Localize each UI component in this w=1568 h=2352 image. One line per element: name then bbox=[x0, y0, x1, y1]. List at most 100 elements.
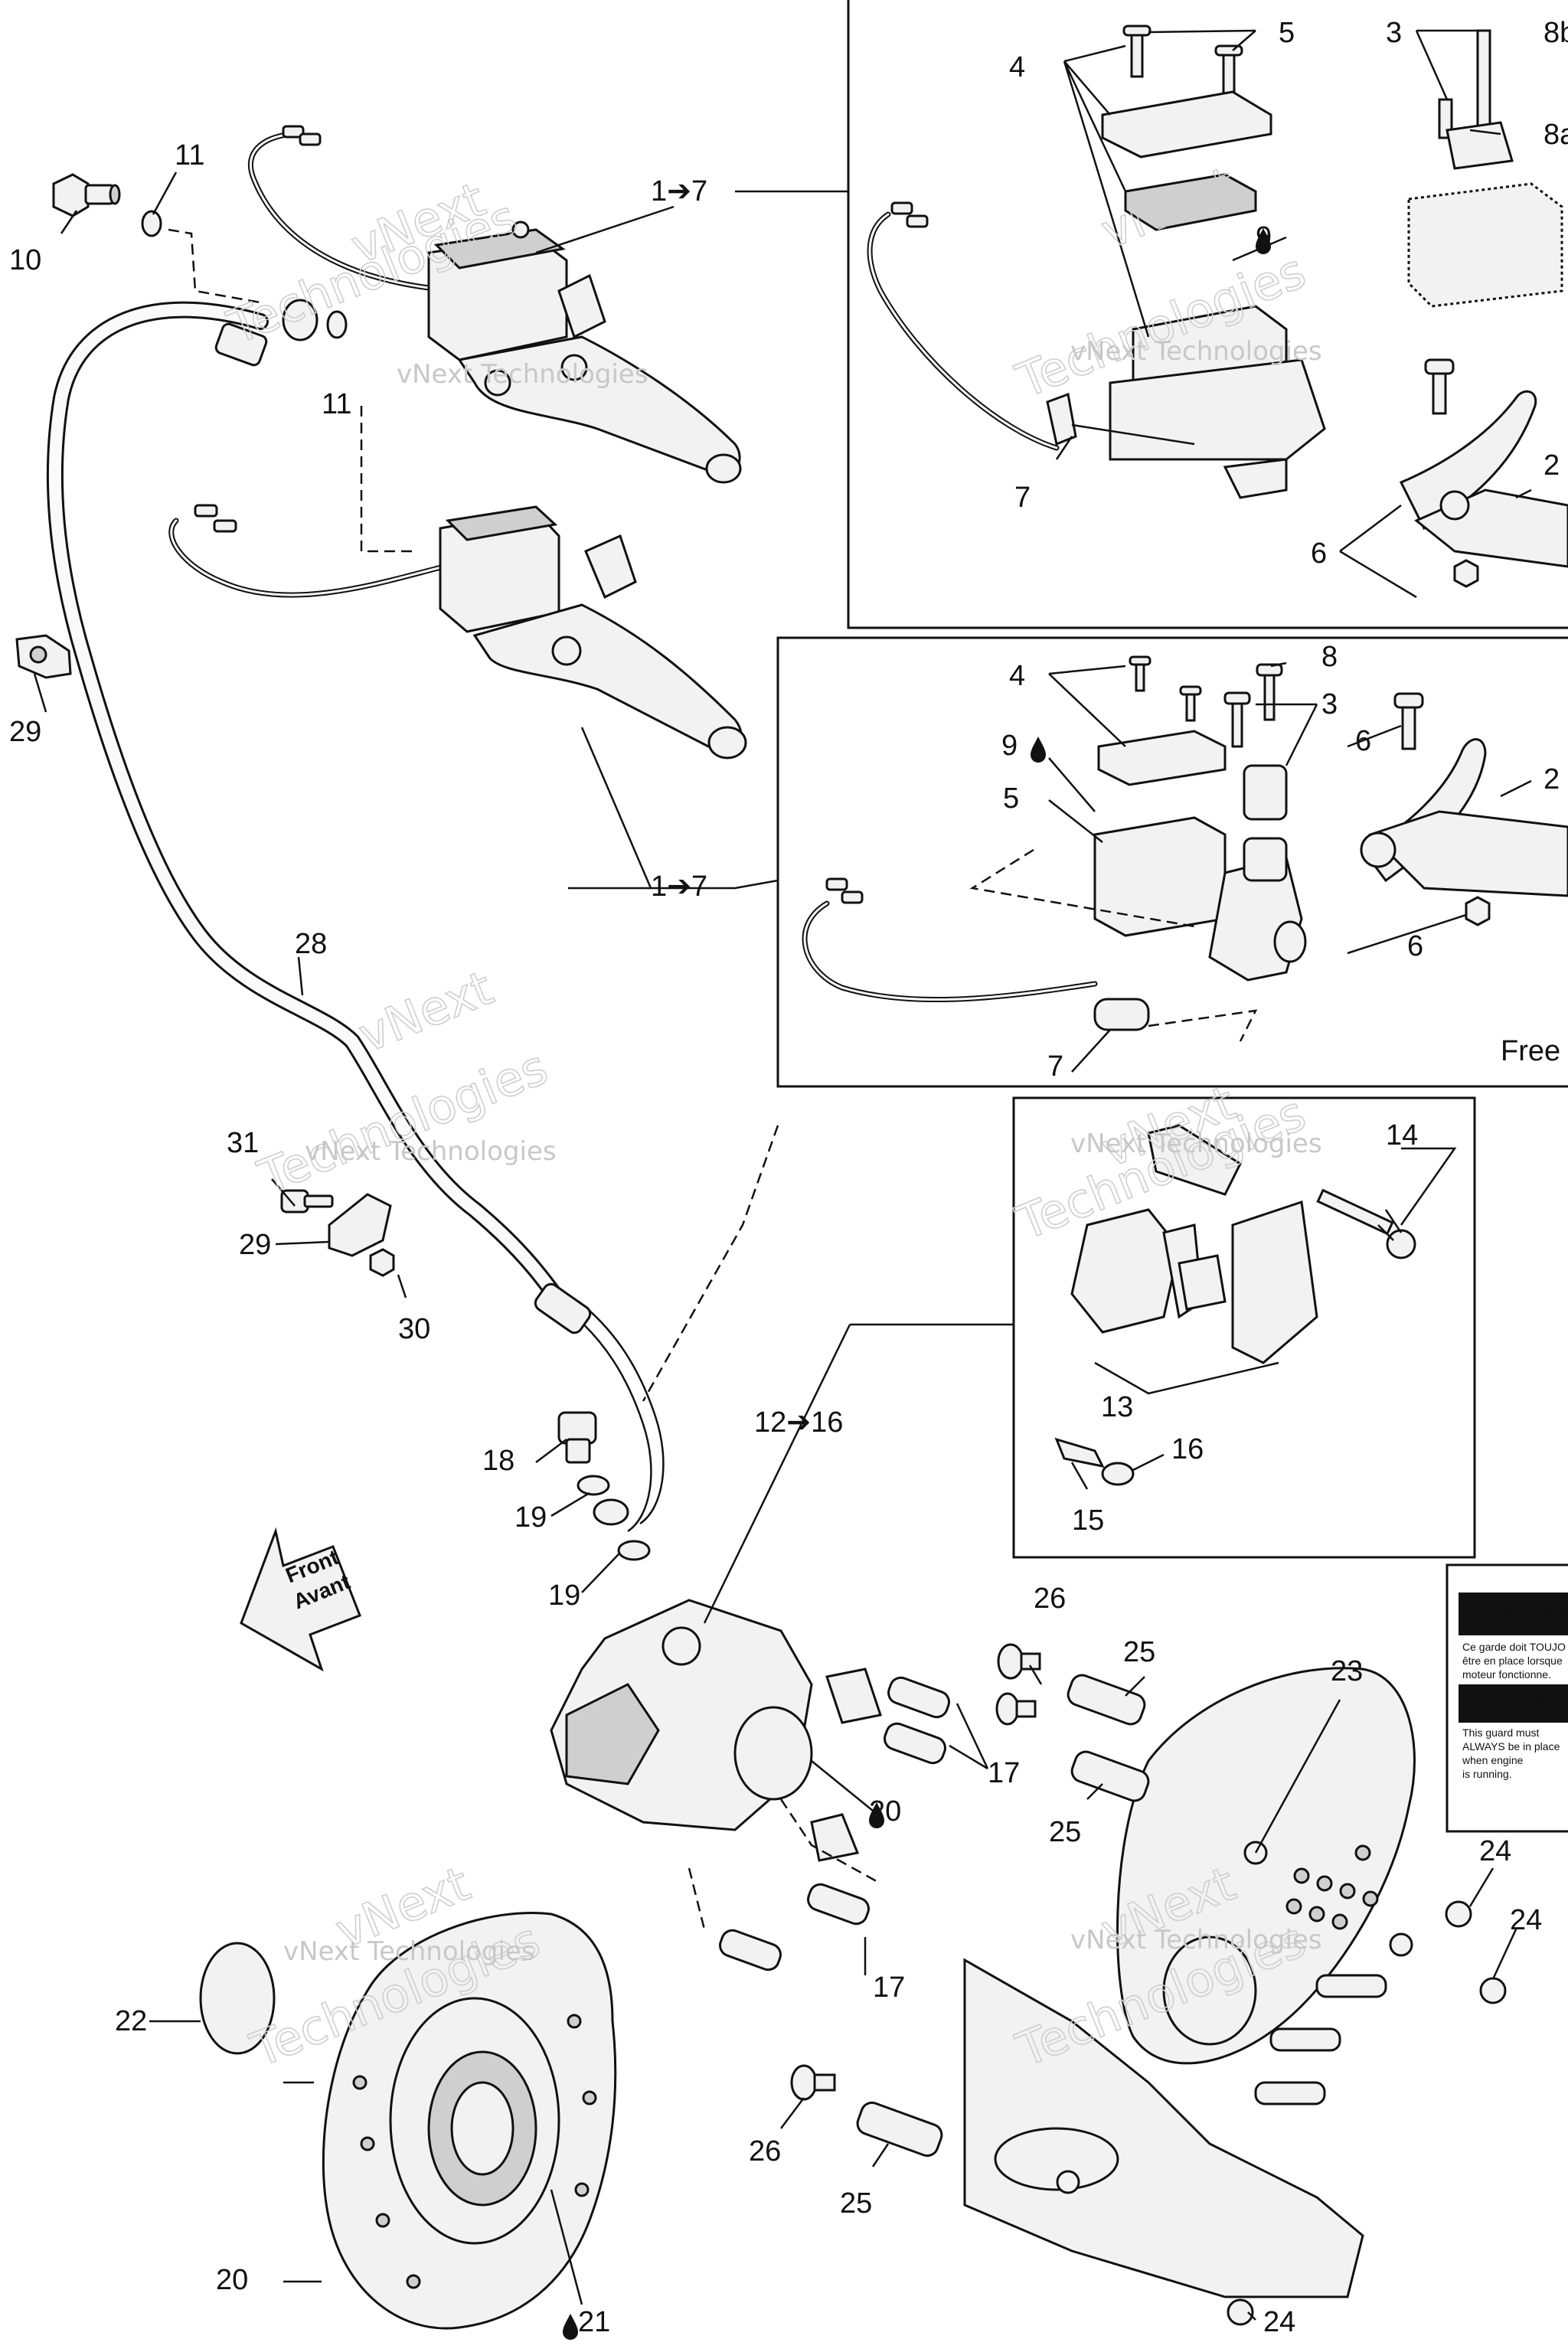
wm-2c: vNext Technologies bbox=[1070, 336, 1322, 367]
caliper-bolts-17 bbox=[719, 1676, 950, 1971]
callout-6-top: 6 bbox=[1311, 537, 1327, 570]
decal-en-1: This guard must bbox=[1462, 1726, 1539, 1739]
callout-3-top: 3 bbox=[1386, 17, 1402, 49]
callout-28: 28 bbox=[295, 928, 327, 960]
spacers-25 bbox=[856, 1674, 1150, 2158]
wm-3a: vNext bbox=[351, 959, 500, 1063]
callout-10: 10 bbox=[9, 244, 41, 276]
inset-frame-top-right bbox=[847, 0, 1568, 629]
callout-24-top: 24 bbox=[1479, 1835, 1511, 1867]
callout-7-top: 7 bbox=[1014, 482, 1031, 514]
callout-4-top: 4 bbox=[1009, 51, 1025, 83]
callout-31: 31 bbox=[227, 1127, 259, 1159]
drop-icon bbox=[869, 1802, 884, 1828]
callout-1-7-top: 1➔7 bbox=[651, 175, 707, 207]
callout-26-top: 26 bbox=[1034, 1583, 1066, 1615]
callout-9-mid: 9 bbox=[1001, 730, 1018, 762]
decal-title-fr: AVERTISSE bbox=[1482, 1605, 1568, 1624]
wm-4c: vNext Technologies bbox=[1070, 1129, 1322, 1159]
master-cylinder-middle bbox=[168, 504, 747, 760]
callout-18: 18 bbox=[482, 1445, 514, 1477]
callout-6-mid-bottom: 6 bbox=[1407, 930, 1423, 962]
brake-hose bbox=[46, 301, 665, 1533]
inset-master-cylinder-2 bbox=[802, 655, 1568, 1042]
callout-12-16: 12➔16 bbox=[754, 1406, 843, 1439]
o-ring-22 bbox=[199, 1942, 276, 2055]
callout-1-7-mid: 1➔7 bbox=[651, 871, 707, 903]
wm-1c: vNext Technologies bbox=[397, 359, 648, 390]
sealing-washer-11b bbox=[326, 310, 348, 339]
decal-fr-1: Ce garde doit TOUJO bbox=[1462, 1641, 1566, 1653]
callout-22: 22 bbox=[115, 2005, 147, 2037]
callout-16: 16 bbox=[1171, 1433, 1204, 1465]
decal-en-4: is running. bbox=[1462, 1768, 1512, 1780]
decal-fr-2: être en place lorsque bbox=[1462, 1655, 1563, 1667]
washer-19-top bbox=[577, 1475, 610, 1496]
wm-3b: Technologies bbox=[250, 1039, 555, 1205]
drop-icon bbox=[1031, 737, 1046, 763]
callout-30: 30 bbox=[398, 1313, 430, 1345]
callout-labels: 11 10 1➔7 11 29 1➔7 28 31 29 30 4 5 9 7 … bbox=[9, 17, 1568, 2338]
callout-3-mid: 3 bbox=[1321, 688, 1338, 720]
callout-8a: 8a bbox=[1544, 119, 1568, 151]
callout-23: 23 bbox=[1331, 1655, 1363, 1687]
banjo-bolt-18 bbox=[557, 1411, 597, 1464]
callout-7-mid: 7 bbox=[1047, 1050, 1063, 1083]
inset-brake-pads bbox=[1054, 1124, 1416, 1486]
bolts-24-26 bbox=[790, 1643, 1507, 2326]
callout-17-bottom: 17 bbox=[873, 1971, 905, 2004]
washer-19-bottom bbox=[617, 1540, 651, 1561]
free-label: Free bbox=[1501, 1035, 1560, 1067]
callout-2-top: 2 bbox=[1544, 449, 1560, 482]
callout-13: 13 bbox=[1101, 1391, 1133, 1423]
drop-icon bbox=[1256, 228, 1271, 254]
wm-5c: vNext Technologies bbox=[283, 1936, 535, 1967]
callout-29-left: 29 bbox=[9, 716, 41, 748]
front-direction-arrow: Front Avant bbox=[240, 1527, 361, 1672]
inset-frame-middle-right bbox=[776, 636, 1568, 1088]
callout-15: 15 bbox=[1072, 1504, 1104, 1537]
sealing-washer-11 bbox=[141, 210, 162, 237]
callout-25-mid: 25 bbox=[1049, 1816, 1081, 1848]
disc-guard-23 bbox=[963, 1667, 1416, 2298]
callout-8-mid: 8 bbox=[1321, 641, 1338, 673]
inset-frame-warning-decal bbox=[1446, 1563, 1568, 1833]
clamp-assembly-29-30-31 bbox=[280, 1189, 395, 1277]
callout-19-top: 19 bbox=[514, 1501, 547, 1534]
callout-29-mid: 29 bbox=[239, 1229, 271, 1261]
callout-5-top: 5 bbox=[1279, 17, 1295, 49]
callout-5-mid: 5 bbox=[1003, 782, 1019, 815]
brake-caliper bbox=[550, 1599, 882, 1862]
callout-19-bottom: 19 bbox=[548, 1579, 580, 1612]
warning-decal: AVERTISSE Ce garde doit TOUJO être en pl… bbox=[1459, 1592, 1568, 1780]
callout-25-bottom: 25 bbox=[840, 2187, 872, 2220]
callout-21: 21 bbox=[578, 2306, 610, 2338]
callout-24-bottom: 24 bbox=[1263, 2306, 1295, 2338]
wm-6c: vNext Technologies bbox=[1070, 1925, 1322, 1955]
callout-8b: 8b bbox=[1544, 17, 1568, 49]
callout-14: 14 bbox=[1386, 1119, 1418, 1152]
banjo-fitting bbox=[593, 1498, 629, 1526]
fluid-drop-icons bbox=[563, 228, 1271, 2340]
decal-fr-3: moteur fonctionne. bbox=[1462, 1668, 1551, 1681]
callout-11-top: 11 bbox=[175, 139, 204, 172]
hose-clamp-29-left bbox=[15, 634, 72, 679]
decal-en-3: when engine bbox=[1462, 1754, 1524, 1766]
decal-en-2: ALWAYS be in place bbox=[1462, 1740, 1560, 1753]
callout-17-right: 17 bbox=[988, 1757, 1020, 1789]
callout-24-mid: 24 bbox=[1510, 1904, 1542, 1936]
master-cylinder-top bbox=[247, 125, 742, 484]
leader-lines bbox=[33, 29, 1532, 2321]
brake-disc bbox=[322, 1912, 617, 2330]
drop-icon bbox=[563, 2314, 578, 2340]
inset-master-cylinder-exploded bbox=[867, 24, 1568, 588]
callout-4-mid: 4 bbox=[1009, 660, 1025, 692]
inset-frame-brake-pads bbox=[1012, 1096, 1476, 1559]
callout-20-disc: 20 bbox=[216, 2264, 248, 2296]
wm-3c: vNext Technologies bbox=[305, 1136, 557, 1167]
decal-title-en: WARNING bbox=[1482, 1695, 1563, 1714]
banjo-bolt-10 bbox=[52, 173, 121, 217]
callout-6-mid-top: 6 bbox=[1355, 725, 1371, 757]
callout-25-top: 25 bbox=[1123, 1636, 1155, 1668]
